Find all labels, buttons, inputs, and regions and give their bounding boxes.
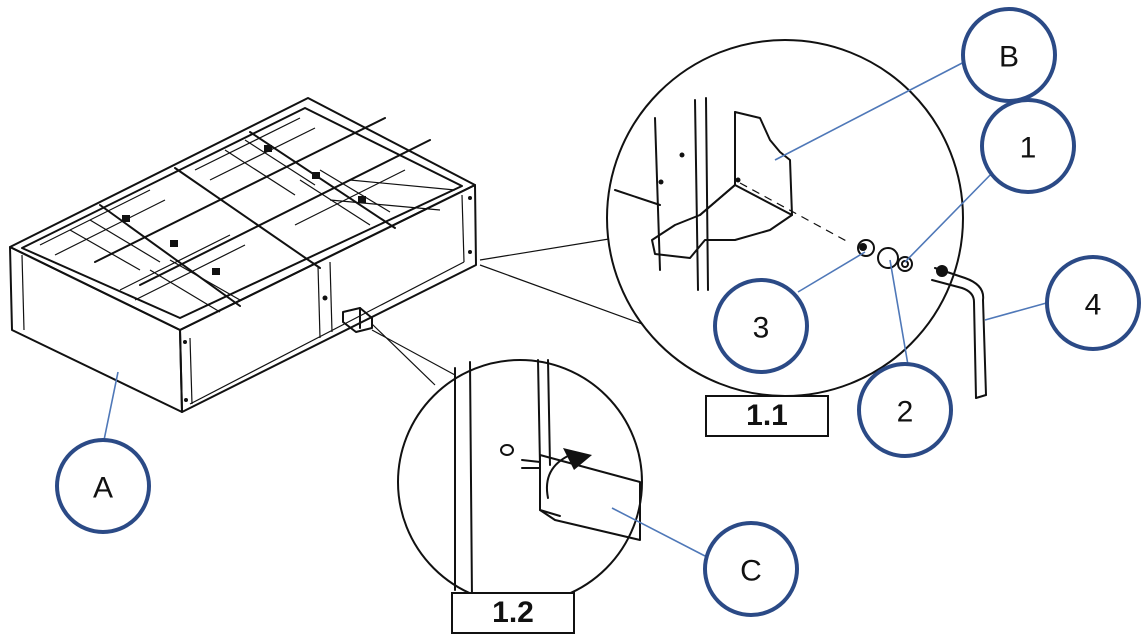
detail-1-1-label: 1.1 xyxy=(746,399,788,432)
detail-1-1-label-box: 1.1 xyxy=(705,395,829,437)
callout-b: B xyxy=(961,7,1057,103)
storage-box-drawing xyxy=(9,97,477,413)
callout-1-label: 1 xyxy=(1020,132,1037,165)
callout-3-label: 3 xyxy=(753,312,770,345)
callout-4: 4 xyxy=(1045,255,1141,351)
callout-a: A xyxy=(55,438,151,534)
leader-lines xyxy=(102,59,1051,557)
detail-1-2-label: 1.2 xyxy=(492,596,534,629)
callout-c-label: C xyxy=(740,555,762,588)
callout-4-label: 4 xyxy=(1085,289,1102,322)
callout-3: 3 xyxy=(713,278,809,374)
callout-2-label: 2 xyxy=(897,396,914,429)
callout-a-label: A xyxy=(93,472,113,505)
detail-1-2-label-box: 1.2 xyxy=(451,592,575,634)
detail-1-1-drawing xyxy=(479,39,987,399)
callout-1: 1 xyxy=(980,98,1076,194)
callout-c: C xyxy=(703,521,799,617)
detail-1-2-drawing xyxy=(371,323,643,605)
callout-b-label: B xyxy=(999,41,1019,74)
callout-2: 2 xyxy=(857,362,953,458)
